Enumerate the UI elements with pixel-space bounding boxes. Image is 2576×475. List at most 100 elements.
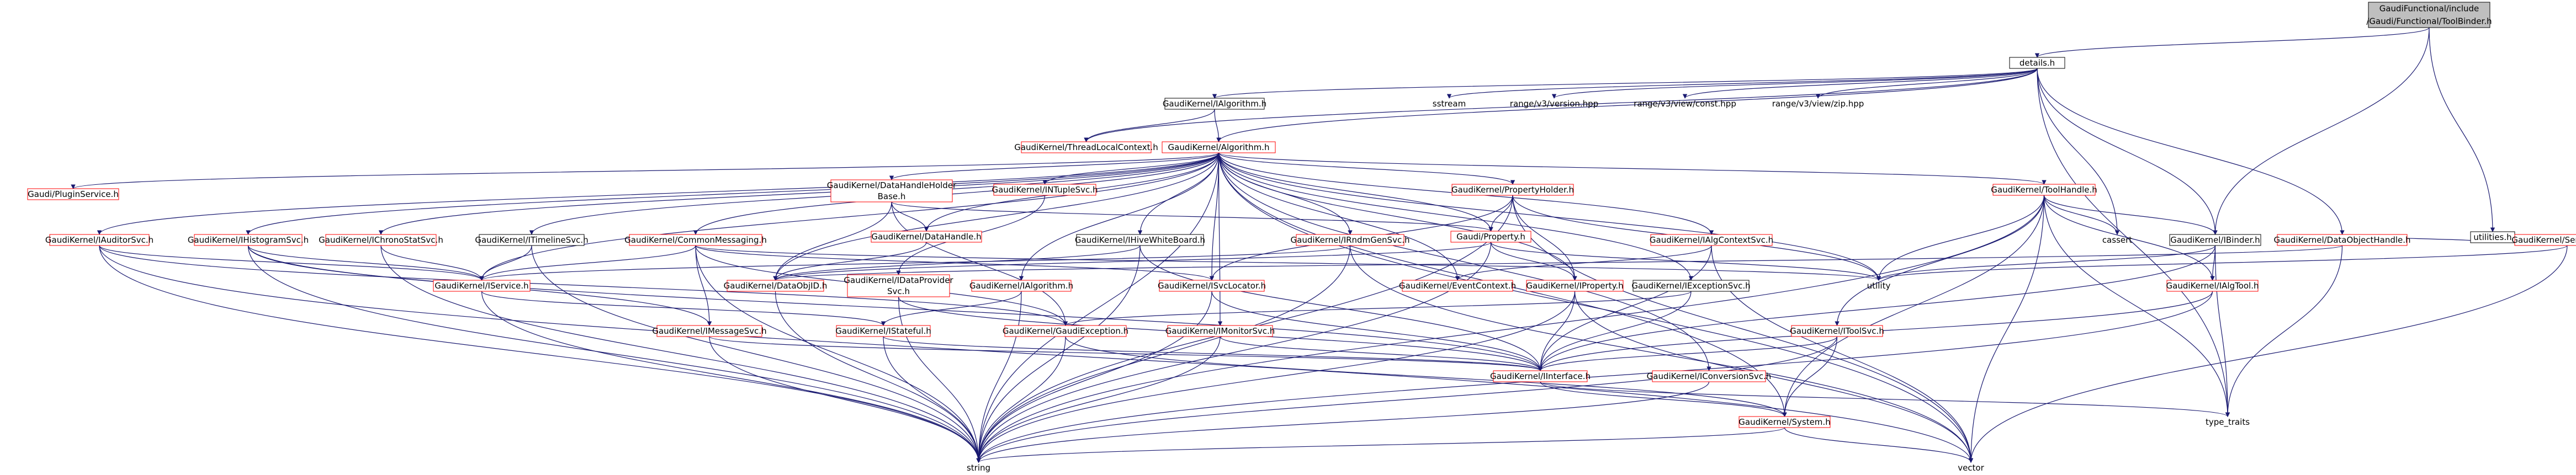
node-rv_const: range/v3/view/const.hpp	[1634, 99, 1736, 109]
node-label-property: Gaudi/Property.h	[1456, 232, 1525, 242]
edge-galgorithm-to-datahandle_holder	[889, 152, 1220, 180]
node-imessage[interactable]: GaudiKernel/IMessageSvc.h	[652, 325, 767, 337]
node-intuple[interactable]: GaudiKernel/INTupleSvc.h	[992, 184, 1098, 196]
edge-iproperty-to-iinterface	[1538, 291, 1576, 371]
node-propholder[interactable]: GaudiKernel/PropertyHolder.h	[1451, 184, 1574, 196]
edge-details-to-type_traits	[2037, 68, 2230, 417]
node-box-iinterface	[1493, 370, 1588, 382]
node-label-iproperty: GaudiKernel/IProperty.h	[1526, 281, 1623, 291]
edge-common_msg-to-utility	[695, 245, 1881, 281]
edge-hiveboard-to-string	[976, 245, 1141, 463]
node-details[interactable]: details.h	[2009, 57, 2065, 69]
edge-dataobjhandle-to-type_traits	[2225, 245, 2343, 417]
node-itoolsvc[interactable]: GaudiKernel/IToolSvc.h	[1790, 325, 1884, 337]
node-iinterface[interactable]: GaudiKernel/IInterface.h	[1490, 370, 1591, 382]
node-label-intuple: GaudiKernel/INTupleSvc.h	[992, 185, 1098, 195]
node-iservice[interactable]: GaudiKernel/IService.h	[433, 280, 531, 292]
node-label-datahandle_holder: Base.h	[878, 191, 906, 201]
node-plugin[interactable]: Gaudi/PluginService.h	[27, 188, 119, 200]
edge-imessage-to-string	[709, 336, 981, 463]
edge-toolhandle-to-cassert	[2043, 195, 2120, 235]
node-label-system: GaudiKernel/System.h	[1738, 417, 1830, 427]
node-label-gaudiexc: GaudiKernel/GaudiException.h	[1003, 326, 1128, 336]
node-box-ialgorithm_h	[1164, 98, 1265, 110]
edge-property-to-dataobjid	[773, 242, 1492, 281]
edge-details-to-thread_local	[1084, 68, 2038, 142]
node-label-istateful: GaudiKernel/IStateful.h	[835, 326, 931, 336]
node-iexception[interactable]: GaudiKernel/IExceptionSvc.h	[1631, 280, 1751, 292]
node-box-thread_local	[1021, 141, 1152, 153]
node-iproperty[interactable]: GaudiKernel/IProperty.h	[1526, 280, 1624, 292]
edge-details-to-ialgorithm_h	[1212, 68, 2038, 99]
node-iconversion[interactable]: GaudiKernel/IConversionSvc.h	[1647, 370, 1772, 382]
edge-details-to-rv_version	[1552, 68, 2038, 99]
node-svclocator[interactable]: GaudiKernel/ISvcLocator.h	[1158, 280, 1266, 292]
node-vector: vector	[1958, 463, 1984, 473]
node-system[interactable]: GaudiKernel/System.h	[1738, 416, 1831, 428]
node-box-dataobjhandle	[2277, 234, 2408, 246]
node-box-serialize	[2514, 234, 2576, 246]
edge-datahandle-to-dataobjid	[773, 242, 927, 281]
node-property[interactable]: Gaudi/Property.h	[1450, 231, 1531, 243]
node-ialgorithm_k[interactable]: GaudiKernel/IAlgorithm.h	[969, 280, 1073, 292]
edge-toolhandle-to-string	[976, 195, 2045, 463]
node-toolhandle[interactable]: GaudiKernel/ToolHandle.h	[1991, 184, 2097, 196]
node-ialgorithm_h[interactable]: GaudiKernel/IAlgorithm.h	[1163, 98, 1266, 110]
edge-galgorithm-to-plugin	[71, 152, 1220, 189]
node-root[interactable]: GaudiFunctional/include/Gaudi/Functional…	[2366, 2, 2492, 28]
edge-iinterface-to-type_traits	[1540, 381, 2230, 417]
node-thread_local[interactable]: GaudiKernel/ThreadLocalContext.h	[1014, 141, 1158, 153]
node-ibinder[interactable]: GaudiKernel/IBinder.h	[2169, 234, 2261, 246]
node-timeline[interactable]: GaudiKernel/ITimelineSvc.h	[475, 234, 589, 246]
edge-svclocator-to-string	[976, 291, 1212, 463]
node-gaudiexc[interactable]: GaudiKernel/GaudiException.h	[1003, 325, 1128, 337]
node-common_msg[interactable]: GaudiKernel/CommonMessaging.h	[624, 234, 767, 246]
node-label-propholder: GaudiKernel/PropertyHolder.h	[1451, 185, 1574, 195]
node-dataobjhandle[interactable]: GaudiKernel/DataObjectHandle.h	[2273, 234, 2411, 246]
node-eventctx[interactable]: GaudiKernel/EventContext.h	[1399, 280, 1516, 292]
node-box-plugin	[27, 188, 119, 200]
node-label-utility: utility	[1867, 281, 1891, 291]
node-label-ialgorithm_h: GaudiKernel/IAlgorithm.h	[1163, 99, 1266, 109]
edge-toolhandle-to-ialgtool	[2043, 195, 2215, 281]
node-dataobjid[interactable]: GaudiKernel/DataObjID.h	[724, 280, 828, 292]
node-datahandle[interactable]: GaudiKernel/DataHandle.h	[871, 231, 982, 243]
node-hiveboard[interactable]: GaudiKernel/IHiveWhiteBoard.h	[1075, 234, 1205, 246]
node-rndm[interactable]: GaudiKernel/IRndmGenSvc.h	[1291, 234, 1410, 246]
node-galgorithm[interactable]: GaudiKernel/Algorithm.h	[1162, 141, 1276, 153]
node-serialize[interactable]: GaudiKernel/SerializeSTL.h	[2511, 234, 2576, 246]
node-label-histo: GaudiKernel/IHistogramSvc.h	[188, 235, 309, 245]
node-label-dataprovider: GaudiKernel/IDataProvider	[844, 275, 953, 285]
node-chrono[interactable]: GaudiKernel/IChronoStatSvc.h	[319, 234, 443, 246]
node-label-chrono: GaudiKernel/IChronoStatSvc.h	[319, 235, 443, 245]
edge-histo-to-iservice	[247, 245, 484, 281]
node-auditor[interactable]: GaudiKernel/IAuditorSvc.h	[45, 234, 153, 246]
node-box-chrono	[325, 234, 437, 246]
node-utility: utility	[1867, 281, 1891, 291]
node-label-timeline: GaudiKernel/ITimelineSvc.h	[475, 235, 588, 245]
edge-serialize-to-utility	[1877, 245, 2568, 281]
edge-toolhandle-to-utility	[1876, 195, 2045, 281]
node-algctx[interactable]: GaudiKernel/IAlgContextSvc.h	[1650, 234, 1773, 246]
node-ialgtool[interactable]: GaudiKernel/IAlgTool.h	[2166, 280, 2259, 292]
edge-galgorithm-to-string	[976, 152, 1220, 463]
edge-timeline-to-iservice	[479, 245, 532, 281]
edge-galgorithm-to-propholder	[1218, 152, 1515, 185]
node-box-rndm	[1296, 234, 1404, 246]
node-box-ibinder	[2169, 234, 2261, 246]
node-label-imonitor: GaudiKernel/IMonitorSvc.h	[1165, 326, 1275, 336]
node-box-system	[1738, 416, 1831, 428]
node-utilities[interactable]: utilities.h	[2470, 231, 2515, 243]
edge-common_msg-to-imessage	[695, 245, 712, 326]
edge-chrono-to-iservice	[380, 245, 484, 281]
edge-imessage-to-iinterface	[709, 336, 1543, 371]
edge-details-to-galgorithm	[1216, 68, 2038, 142]
node-histo[interactable]: GaudiKernel/IHistogramSvc.h	[188, 234, 309, 246]
edge-hiveboard-to-iinterface	[1139, 245, 1543, 371]
node-istateful[interactable]: GaudiKernel/IStateful.h	[835, 325, 931, 337]
edge-root-to-ibinder	[2213, 27, 2430, 235]
node-imonitor[interactable]: GaudiKernel/IMonitorSvc.h	[1165, 325, 1275, 337]
node-rv_version: range/v3/version.hpp	[1510, 99, 1598, 109]
